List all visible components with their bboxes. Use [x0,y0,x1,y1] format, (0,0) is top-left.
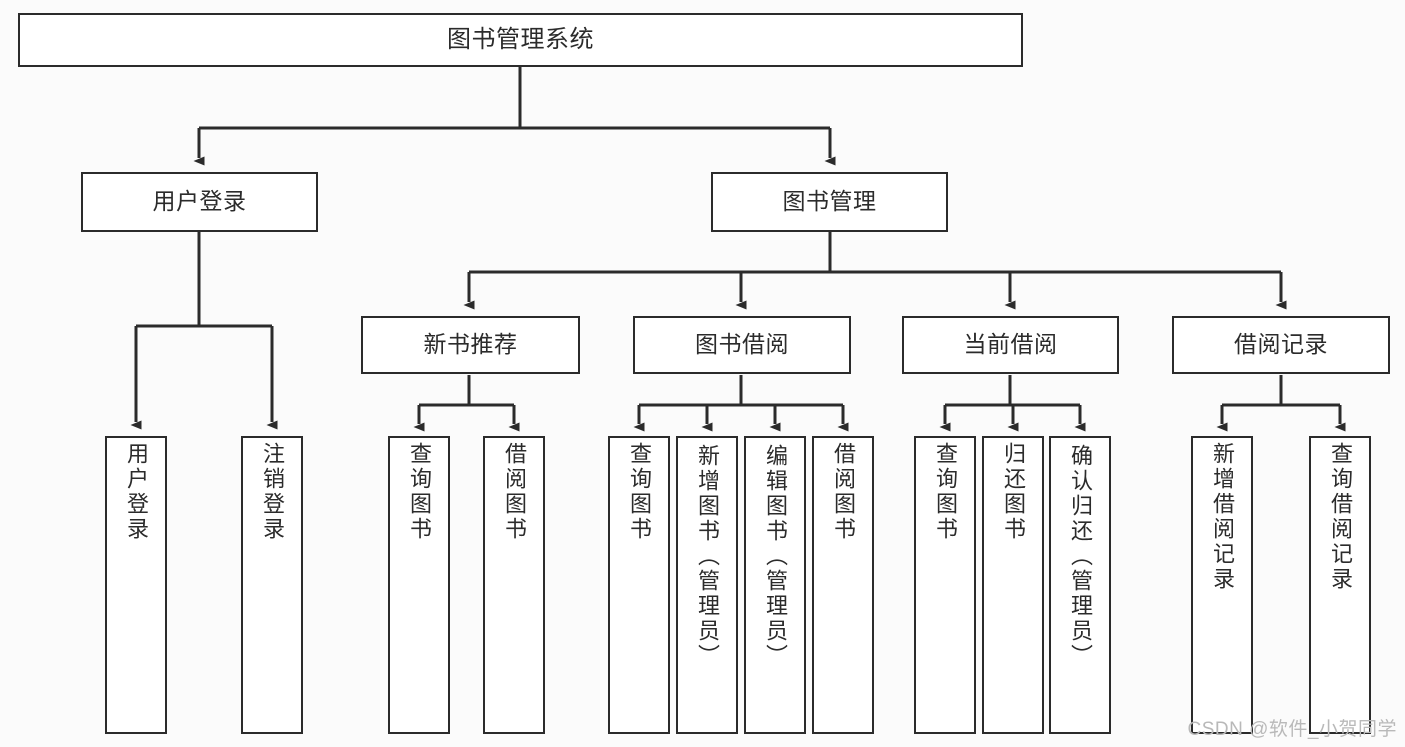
node-label: 用户登录 [124,442,149,542]
node-label: 查询借阅记录 [1328,442,1353,592]
node-label: 查询图书 [933,442,958,542]
leaf-query-book-1[interactable]: 查询图书 [388,436,450,734]
node-label: 图书借阅 [695,331,789,358]
leaf-borrow-book-2[interactable]: 借阅图书 [812,436,874,734]
node-root-system[interactable]: 图书管理系统 [18,13,1023,67]
leaf-add-record[interactable]: 新增借阅记录 [1191,436,1253,734]
node-label: 新增图书（管理员） [695,444,720,669]
leaf-query-record[interactable]: 查询借阅记录 [1309,436,1371,734]
node-label: 借阅图书 [502,442,527,542]
node-label: 借阅记录 [1234,331,1328,358]
node-label: 编辑图书（管理员） [763,444,788,669]
node-label: 用户登录 [152,188,247,215]
node-label: 当前借阅 [963,331,1058,358]
node-book-management[interactable]: 图书管理 [711,172,948,232]
watermark-text: CSDN @软件_小贺同学 [1187,719,1397,740]
leaf-user-login[interactable]: 用户登录 [105,436,167,734]
leaf-logout-login[interactable]: 注销登录 [241,436,303,734]
leaf-add-book[interactable]: 新增图书（管理员） [676,436,738,734]
node-label: 新增借阅记录 [1210,442,1235,592]
node-current-borrow[interactable]: 当前借阅 [902,316,1119,374]
node-label: 查询图书 [627,442,652,542]
leaf-query-book-2[interactable]: 查询图书 [608,436,670,734]
node-user-login[interactable]: 用户登录 [81,172,318,232]
node-label: 图书管理 [782,188,877,215]
node-label: 图书管理系统 [447,25,594,53]
leaf-return-book[interactable]: 归还图书 [982,436,1044,734]
leaf-confirm-return[interactable]: 确认归还（管理员） [1049,436,1111,734]
node-new-book-recommend[interactable]: 新书推荐 [361,316,580,374]
node-label: 归还图书 [1001,442,1026,542]
node-label: 确认归还（管理员） [1068,444,1093,669]
node-book-borrow[interactable]: 图书借阅 [633,316,851,374]
leaf-query-book-3[interactable]: 查询图书 [914,436,976,734]
node-borrow-record[interactable]: 借阅记录 [1172,316,1390,374]
node-label: 借阅图书 [831,442,856,542]
node-label: 注销登录 [260,442,285,542]
node-label: 新书推荐 [423,331,518,358]
leaf-borrow-book-1[interactable]: 借阅图书 [483,436,545,734]
node-label: 查询图书 [407,442,432,542]
leaf-edit-book[interactable]: 编辑图书（管理员） [744,436,806,734]
